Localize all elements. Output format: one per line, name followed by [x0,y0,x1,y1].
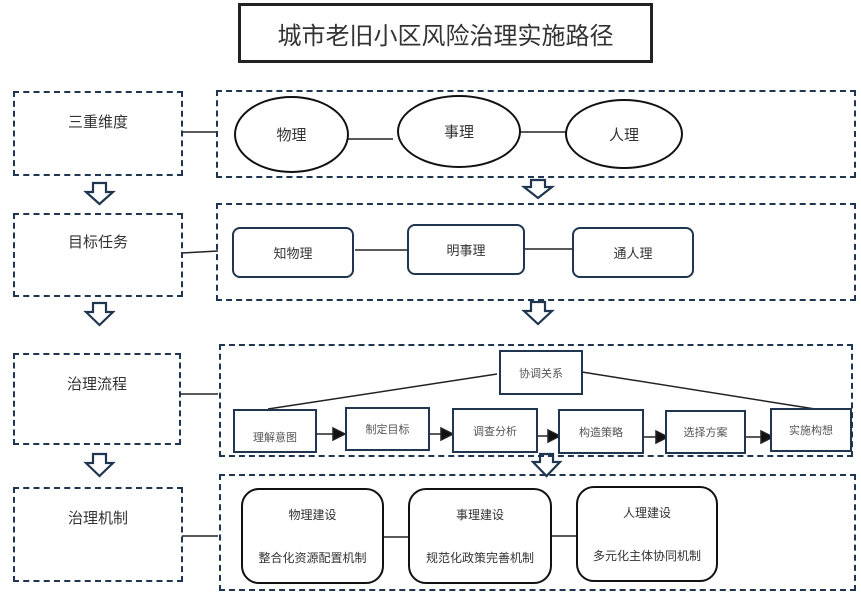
ellipse-human: 人理 [565,99,683,169]
process-step-4: 构造策略 [558,409,644,454]
flow-arrow-icon [332,426,347,442]
ellipse-physics: 物理 [234,96,349,173]
row-label-box-process: 治理流程 [13,353,181,445]
row-label-box-mechanism: 治理机制 [13,487,183,582]
process-step-6: 实施构想 [770,408,852,452]
process-step-5: 选择方案 [665,410,746,454]
mechanism-physics: 物理建设 整合化资源配置机制 [241,488,384,584]
mechanism-affairs: 事理建设 规范化政策完善机制 [408,488,552,584]
mechanism-detail: 规范化政策完善机制 [425,551,534,565]
panel-process [219,344,853,457]
connector-row2 [181,250,219,254]
flow-arrow-icon [655,429,670,445]
row-label: 三重维度 [67,113,128,131]
row-label: 目标任务 [67,233,128,251]
diagram-title: 城市老旧小区风险治理实施路径 [238,3,653,63]
process-coordinate: 协调关系 [499,350,583,395]
coord-link-right [581,371,816,410]
flow-arrow-icon [760,429,775,445]
flow-arrows [316,426,775,445]
flow-arrow-icon [547,428,562,444]
task-connect-human: 通人理 [572,227,694,278]
flow-arrow-icon [440,426,455,442]
mechanism-heading: 事理建设 [455,508,504,522]
mechanism-detail: 整合化资源配置机制 [258,551,367,565]
panel-dimensions [216,90,856,178]
process-step-2: 制定目标 [345,407,430,451]
panel-mechanism [219,474,856,591]
down-arrow-icon [520,178,556,200]
coord-link-left [267,373,498,410]
task-understand-affairs: 明事理 [407,224,525,275]
ellipse-affairs: 事理 [397,95,521,168]
process-step-1: 理解意图 [233,409,317,453]
panel-tasks [216,203,856,301]
task-know-physics: 知物理 [232,227,354,278]
row-label-box-tasks: 目标任务 [13,213,183,297]
row-label-box-dimensions: 三重维度 [13,91,183,176]
row-label: 治理流程 [66,375,127,393]
down-arrow-icon [83,301,116,327]
row-label: 治理机制 [67,509,128,527]
mechanism-heading: 物理建设 [288,508,337,522]
mechanism-heading: 人理建设 [622,506,671,520]
mechanism-detail: 多元化主体协同机制 [592,549,701,563]
down-arrow-icon [83,452,116,478]
down-arrow-icon [521,300,555,326]
down-arrow-icon [530,452,563,478]
process-step-3: 调查分析 [452,408,538,453]
mechanism-human: 人理建设 多元化主体协同机制 [576,486,718,582]
down-arrow-icon [83,181,116,206]
